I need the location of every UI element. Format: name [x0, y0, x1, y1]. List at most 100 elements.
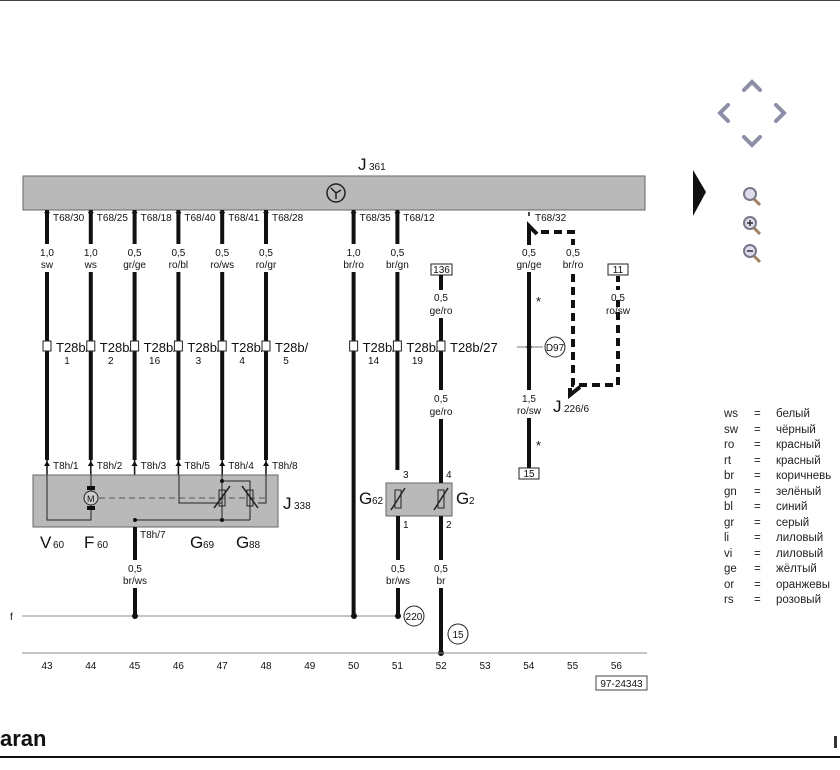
- wire-gauge: 0,5: [566, 248, 580, 259]
- legend-code: rt: [724, 454, 732, 467]
- zoom-out-icon[interactable]: [743, 244, 762, 264]
- nav-down-icon[interactable]: [742, 135, 762, 148]
- legend-color-name: жёлтый: [776, 563, 817, 575]
- connector-t28b: T28b/: [406, 340, 440, 355]
- legend-row: vi=лиловый: [724, 547, 831, 563]
- legend-row: rs=розовый: [724, 593, 831, 609]
- nav-right-icon[interactable]: [774, 103, 787, 123]
- connector-t28b-pin: 2: [108, 356, 114, 367]
- connector-t28b: T28b/: [144, 340, 178, 355]
- connector-t28b: T28b/: [275, 340, 309, 355]
- connector-t28b: T28b/: [100, 340, 134, 355]
- ground-point-220-label: 220: [406, 612, 423, 623]
- legend-code: br: [724, 470, 735, 482]
- zoom-fit-icon[interactable]: [743, 187, 762, 207]
- pin-1: 1: [403, 520, 409, 531]
- column-number: 49: [304, 661, 316, 672]
- legend-row: rt = красный: [724, 454, 831, 470]
- ground-line-label: f: [10, 612, 13, 623]
- legend-code: gn: [724, 485, 737, 498]
- connector-t28b-pin: 3: [196, 356, 202, 367]
- ref-box-15-label: 15: [523, 469, 535, 480]
- legend-code: ws: [724, 408, 739, 420]
- legend-equals: =: [754, 532, 761, 544]
- legend-code: vi: [724, 547, 733, 560]
- nav-up-icon[interactable]: [742, 79, 762, 92]
- component-sub: 69: [203, 540, 215, 551]
- wire-gauge: 0,5: [128, 564, 142, 575]
- connector-icon: [173, 340, 183, 352]
- column-number: 55: [567, 661, 579, 672]
- legend-row: sw=чёрный: [724, 423, 831, 439]
- sensor-g88-icon: [246, 489, 254, 507]
- wire-color: ro/gr: [256, 260, 277, 271]
- wire-color: br/gn: [386, 260, 409, 271]
- page-title: aran: [0, 726, 47, 751]
- sensor-g62-letter: G: [359, 489, 372, 508]
- pin-label: T68/35: [360, 213, 392, 224]
- ground-point-220: [403, 605, 425, 627]
- sensor-box-g62-g2: [385, 482, 453, 517]
- component-letter: F: [84, 533, 94, 552]
- legend-row: gr=серый: [724, 516, 831, 532]
- ref-box-11: [607, 263, 629, 276]
- wire-color: ro/sw: [606, 306, 631, 317]
- wire-color: ro/ws: [210, 260, 234, 271]
- component-j226-sub: 226/6: [564, 404, 589, 415]
- wire-color: ws: [84, 260, 97, 271]
- sensor-g2-sub: 2: [469, 496, 475, 507]
- legend-color-name: оранжевы: [776, 578, 831, 591]
- top-wires: T68/301,0swT28b/1T8h/1T68/251,0wsT28b/2T…: [40, 210, 440, 616]
- legend-row: ws=белый: [724, 407, 831, 423]
- module-j361-letter: J: [358, 155, 367, 174]
- zoom-in-icon[interactable]: [743, 216, 762, 236]
- legend-code: li: [724, 532, 730, 544]
- legend-equals: =: [754, 454, 761, 467]
- wire-gauge: 0,5: [171, 248, 185, 259]
- component-letter: G: [236, 533, 249, 552]
- pin-label: T68/30: [53, 213, 85, 224]
- wire-gauge: 0,5: [259, 248, 273, 259]
- legend-equals: =: [754, 578, 761, 591]
- legend-equals: =: [754, 470, 761, 482]
- connector-icon: [436, 340, 446, 352]
- connector-t28b-pin: 16: [149, 356, 161, 367]
- wire-gauge: 1,5: [522, 394, 536, 405]
- splice-d97: [544, 336, 566, 358]
- wire-gauge: 0,5: [215, 248, 229, 259]
- wire-color: ro/bl: [169, 260, 188, 271]
- wire-color: gn/ge: [516, 260, 541, 271]
- panel-toggle-arrow-icon[interactable]: [693, 170, 706, 216]
- wire-color: br/ro: [563, 260, 584, 271]
- connector-icon: [42, 340, 52, 352]
- wire-color: gr/ge: [123, 260, 146, 271]
- wire-gauge: 0,5: [128, 248, 142, 259]
- drawing-number-box: [595, 675, 648, 691]
- drawing-number: 97-24343: [600, 679, 643, 690]
- component-sub: 60: [53, 540, 65, 551]
- legend-code: sw: [724, 423, 739, 436]
- legend-equals: =: [754, 563, 761, 575]
- ground-point-15: [447, 623, 469, 645]
- wire-gauge: 0,5: [522, 248, 536, 259]
- legend-color-name: красный: [776, 454, 821, 467]
- wire-color: br/ws: [386, 576, 410, 587]
- menu-icon[interactable]: [834, 736, 837, 748]
- pin-label: T68/12: [403, 213, 435, 224]
- column-number: 50: [348, 661, 360, 672]
- pin-label: T68/40: [184, 213, 216, 224]
- nav-left-icon[interactable]: [717, 103, 730, 123]
- wire-gauge: 0,5: [434, 394, 448, 405]
- ref-box-11-label: 11: [613, 265, 624, 276]
- connector-t28b: T28b/: [363, 340, 397, 355]
- ref-box-15: [518, 467, 540, 480]
- component-sub: 88: [249, 540, 261, 551]
- wire-color: ro/sw: [517, 406, 542, 417]
- connector-t28b-pin: 19: [412, 356, 424, 367]
